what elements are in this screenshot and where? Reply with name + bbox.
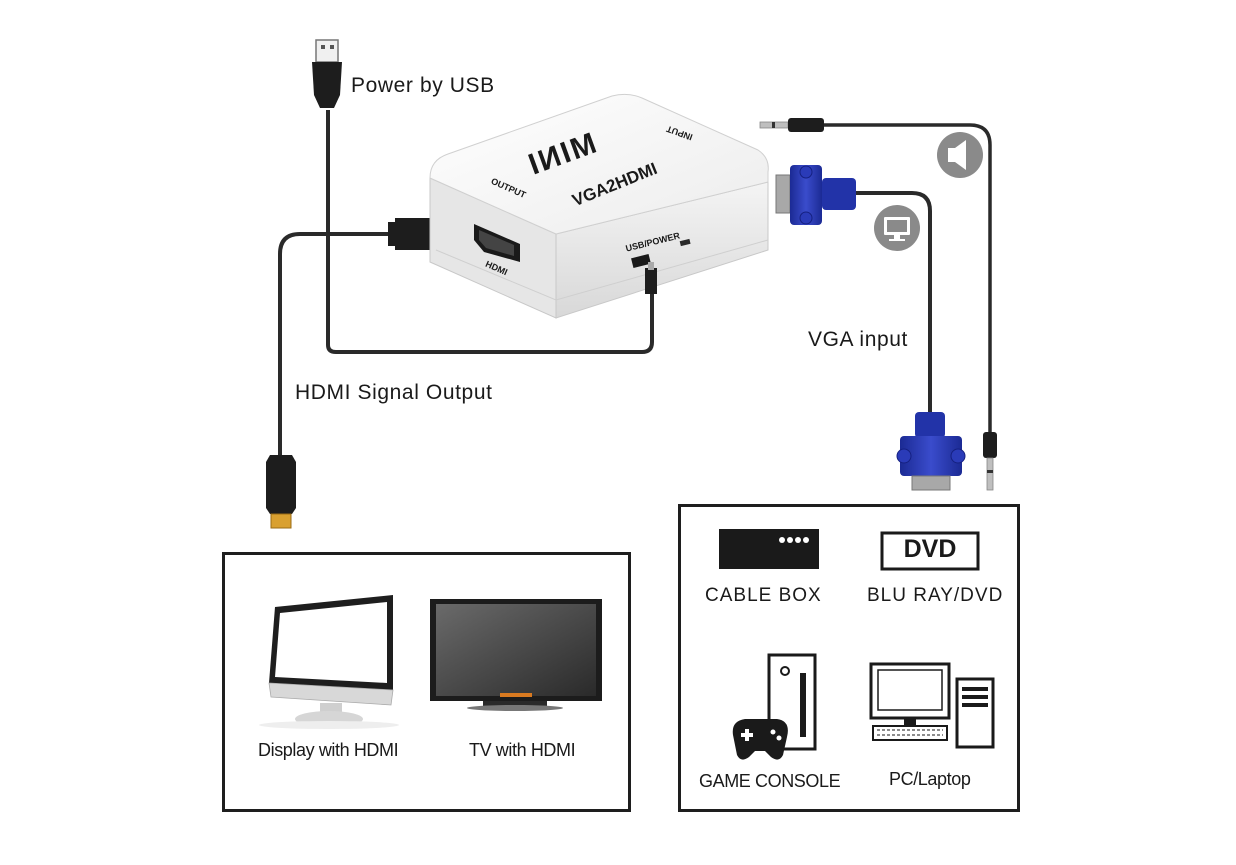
game-console-icon xyxy=(732,653,817,760)
audio-jack-top-icon xyxy=(759,118,824,132)
output-device-label-display: Display with HDMI xyxy=(258,740,399,760)
vga-plug-bottom-icon xyxy=(896,412,966,491)
audio-jack-bottom-icon xyxy=(983,432,997,491)
input-device-label-cable-box: CABLE BOX xyxy=(705,585,822,606)
converter-box xyxy=(429,93,769,319)
input-devices-panel: DVD CABLE BOX BLU RAY/DVD GAME CONSOLE P… xyxy=(678,504,1020,812)
dvd-badge: DVD xyxy=(903,535,957,563)
hdmi-plug-bottom-icon xyxy=(266,455,296,529)
pc-icon xyxy=(869,662,995,749)
dvd-icon xyxy=(880,531,980,571)
vga-plug-top-icon xyxy=(775,165,856,225)
input-device-label-dvd: BLU RAY/DVD xyxy=(867,585,1004,606)
hdmi-out-callout: HDMI Signal Output xyxy=(295,381,493,404)
audio-cable xyxy=(822,123,992,432)
monitor-status-icon xyxy=(874,205,920,251)
output-devices-art xyxy=(259,595,602,729)
mini-usb-plug-icon xyxy=(645,262,657,294)
input-device-label-game-console: GAME CONSOLE xyxy=(699,771,841,791)
input-device-label-pc: PC/Laptop xyxy=(889,769,971,789)
tv-icon xyxy=(430,599,602,711)
monitor-icon xyxy=(259,595,399,729)
vga-cable xyxy=(855,191,932,415)
vga-in-callout: VGA input xyxy=(808,328,908,351)
cable-box-icon xyxy=(719,529,819,569)
hdmi-cable xyxy=(278,232,395,455)
speaker-icon xyxy=(937,132,983,178)
power-callout: Power by USB xyxy=(351,74,495,97)
usb-power-cable xyxy=(326,110,654,354)
output-device-label-tv: TV with HDMI xyxy=(469,740,576,760)
input-devices-art xyxy=(719,529,995,760)
output-devices-panel: Display with HDMI TV with HDMI xyxy=(222,552,631,812)
usb-plug-icon xyxy=(312,39,342,108)
